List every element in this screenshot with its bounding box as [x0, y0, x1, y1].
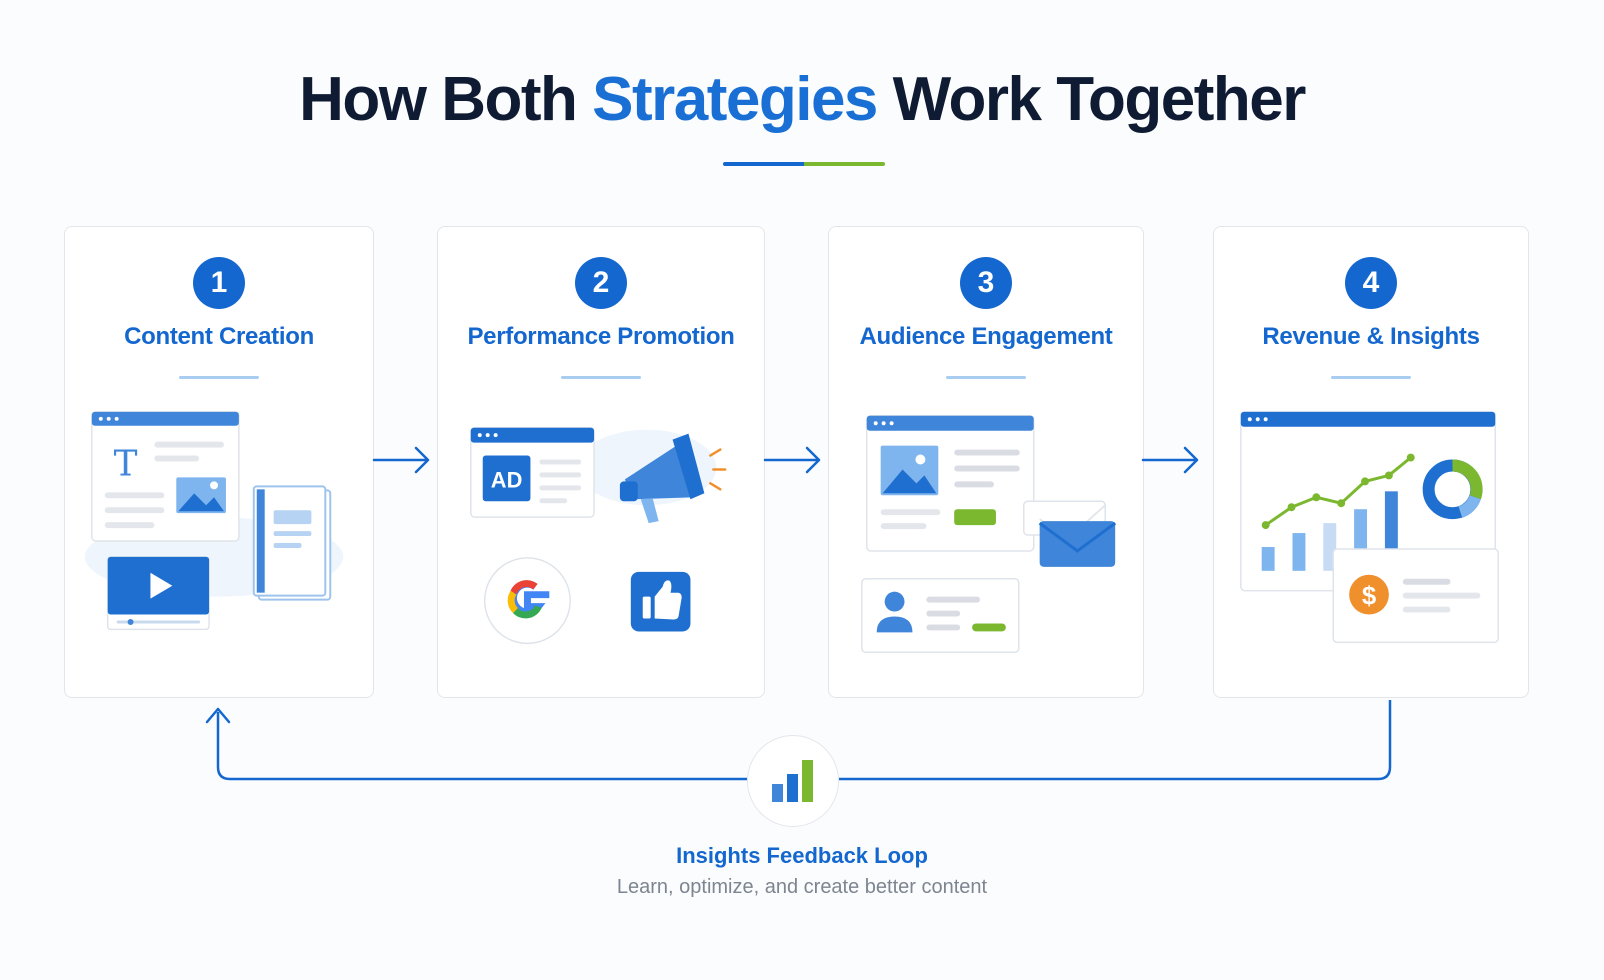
content-creation-illustration: T: [84, 411, 344, 631]
step-number-badge: 4: [1345, 257, 1397, 309]
text-editor-window-icon: T: [91, 411, 240, 542]
document-icon: [252, 485, 332, 601]
revenue-card-icon: $: [1332, 548, 1499, 644]
page-title: How Both Strategies Work Together: [0, 64, 1604, 135]
title-after: Work Together: [876, 65, 1307, 134]
donut-chart-icon: [1422, 459, 1483, 520]
ad-window-icon: AD: [470, 426, 595, 518]
step-number-badge: 2: [575, 257, 627, 309]
webpage-window-icon: [866, 415, 1035, 552]
audience-engagement-illustration: [861, 415, 1117, 654]
ad-label: AD: [491, 467, 523, 492]
feedback-loop-subtitle: Learn, optimize, and create better conte…: [616, 876, 988, 898]
performance-promotion-illustration: AD G: [470, 426, 727, 645]
step-title: Audience Engagement: [859, 323, 1113, 350]
video-player-icon: [106, 556, 210, 631]
step-title: Content Creation: [124, 323, 314, 350]
title-accent: Strategies: [592, 65, 878, 134]
flow-arrow-3-4: [1141, 446, 1199, 474]
step-title: Performance Promotion: [467, 323, 735, 350]
step-divider: [946, 376, 1026, 379]
user-profile-card-icon: [861, 578, 1020, 654]
bar-chart-icon: [772, 760, 813, 802]
email-icon: [1023, 500, 1117, 567]
title-before: How Both: [299, 65, 593, 134]
step-title: Revenue & Insights: [1262, 323, 1480, 350]
thumbs-up-icon: [630, 571, 691, 632]
step-card-4: 4 Revenue & Insights: [1213, 226, 1529, 698]
flow-arrow-2-3: [763, 446, 821, 474]
editor-letter: T: [114, 443, 138, 484]
underline-green-segment: [804, 162, 885, 166]
step-card-2: 2 Performance Promotion AD: [437, 226, 765, 698]
feedback-loop-title: Insights Feedback Loop: [676, 843, 928, 868]
step-card-1: 1 Content Creation T: [64, 226, 374, 698]
step-divider: [561, 376, 641, 379]
step-number-badge: 3: [960, 257, 1012, 309]
underline-blue-segment: [723, 162, 804, 166]
title-underline: [723, 162, 885, 166]
step-divider: [179, 376, 259, 379]
currency-symbol: $: [1362, 583, 1376, 611]
flow-arrow-1-2: [372, 446, 430, 474]
analytics-dashboard-icon: [1240, 411, 1496, 592]
google-icon: G: [483, 557, 571, 645]
megaphone-icon: [619, 433, 727, 524]
step-number-badge: 1: [193, 257, 245, 309]
feedback-loop-icon-circle: [747, 735, 839, 827]
step-divider: [1331, 376, 1411, 379]
step-card-3: 3 Audience Engagement: [828, 226, 1144, 698]
revenue-insights-illustration: $: [1240, 411, 1499, 644]
